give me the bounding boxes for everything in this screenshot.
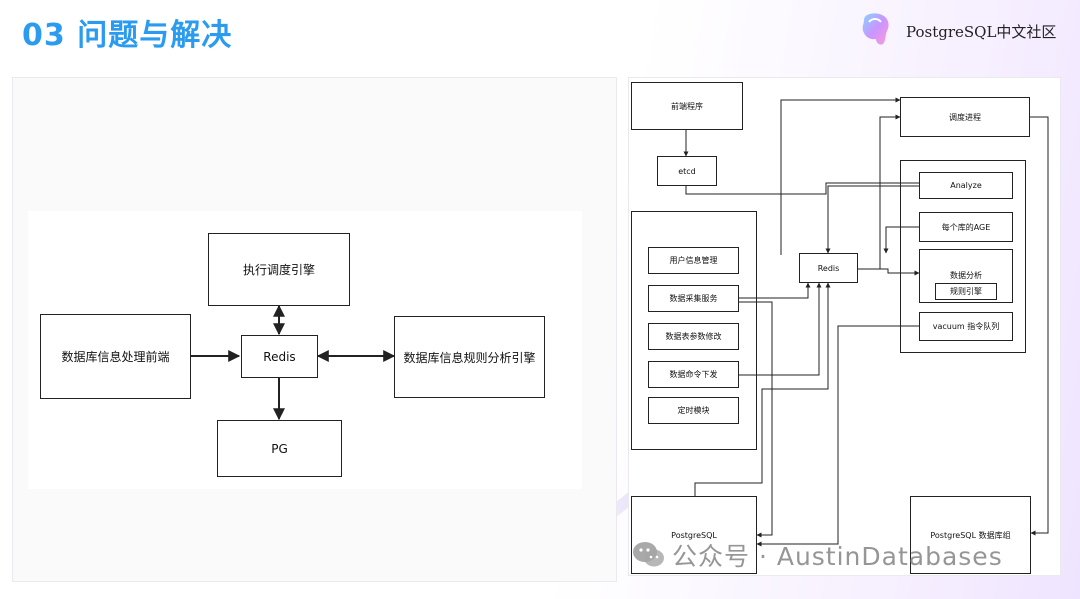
scheduler-process-box: 调度进程 [900, 97, 1030, 137]
pg-box: PG [217, 420, 342, 477]
data-analysis-box: 数据分析 [919, 249, 1013, 303]
db-rule-analysis-engine-box: 数据库信息规则分析引擎 [394, 316, 545, 398]
table-param-modify-box: 数据表参数修改 [648, 323, 739, 350]
vacuum-queue-box: vacuum 指令队列 [919, 312, 1013, 341]
right-diagram: 前端程序 etcd 调度进程 Analyze 每个库的AGE 数据分析 规则引擎… [628, 77, 1059, 574]
db-age-box: 每个库的AGE [919, 212, 1013, 242]
redis-box: Redis [799, 253, 858, 283]
analysis-group [900, 160, 1026, 353]
rule-engine-box: 规则引擎 [935, 283, 997, 300]
timer-module-box: 定时模块 [648, 397, 739, 424]
etcd-box: etcd [657, 156, 717, 186]
frontend-program-box: 前端程序 [631, 82, 743, 130]
services-group [631, 211, 757, 450]
left-diagram: 执行调度引擎 数据库信息处理前端 Redis 数据库信息规则分析引擎 PG [28, 211, 582, 489]
user-info-management-box: 用户信息管理 [648, 247, 739, 274]
data-collection-service-box: 数据采集服务 [648, 285, 739, 312]
community-logo-icon [862, 13, 889, 45]
left-diagram-connectors [190, 304, 396, 421]
watermark-text: 公众号 · AustinDatabases [672, 542, 1003, 571]
postgresql-db-group-box: PostgreSQL 数据库组 [910, 496, 1031, 574]
redis-box: Redis [241, 335, 318, 378]
slide-title: 03 问题与解决 [22, 18, 233, 53]
right-diagram-connectors [683, 97, 1049, 547]
brand-name: PostgreSQL中文社区 [906, 23, 1057, 41]
execution-scheduling-engine-box: 执行调度引擎 [208, 233, 350, 306]
db-info-frontend-box: 数据库信息处理前端 [40, 314, 191, 399]
data-command-dispatch-box: 数据命令下发 [648, 361, 739, 388]
wechat-icon [633, 542, 664, 567]
analyze-box: Analyze [919, 172, 1013, 199]
watermark: 公众号 · AustinDatabases [632, 538, 1003, 572]
